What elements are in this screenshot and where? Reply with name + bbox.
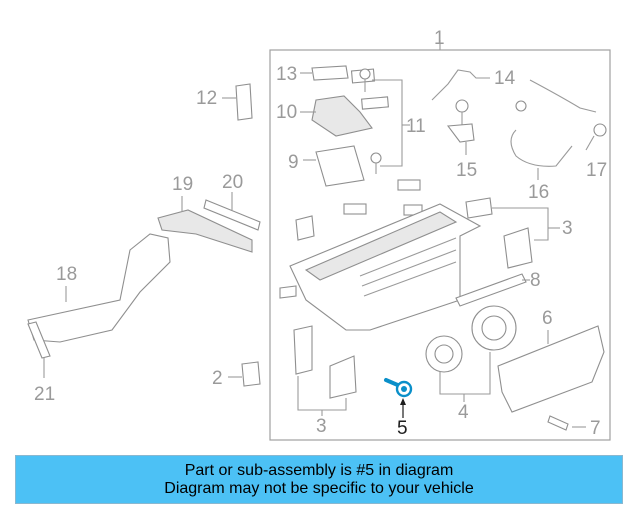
part-3-bracket-c[interactable]: [293, 325, 313, 375]
part-12[interactable]: [235, 83, 253, 121]
part-2[interactable]: [241, 361, 261, 387]
callout-13: 13: [276, 64, 297, 85]
banner-line-1: Part or sub-assembly is #5 in diagram: [184, 462, 454, 479]
part-19[interactable]: [157, 209, 253, 253]
callout-2: 2: [212, 368, 223, 389]
part-13[interactable]: [311, 65, 349, 81]
part-16[interactable]: [510, 129, 573, 167]
callout-20: 20: [222, 172, 243, 193]
part-5-bolt[interactable]: [384, 378, 413, 398]
callout-11: 11: [406, 116, 426, 137]
callout-3b: 3: [316, 416, 327, 437]
part-10[interactable]: [311, 95, 373, 137]
callout-8: 8: [530, 270, 541, 291]
part-4[interactable]: [425, 305, 517, 373]
callout-21: 21: [34, 384, 55, 405]
part-17[interactable]: [593, 123, 607, 137]
part-3-bracket-d[interactable]: [329, 355, 357, 399]
info-banner: Part or sub-assembly is #5 in diagram Di…: [15, 455, 623, 504]
callout-1: 1: [434, 28, 445, 49]
part-20[interactable]: [203, 199, 261, 231]
callout-15: 15: [456, 160, 477, 181]
part-8[interactable]: [455, 273, 527, 307]
part-14[interactable]: [431, 69, 490, 101]
part-3-bracket-a[interactable]: [465, 197, 493, 219]
callout-19: 19: [172, 174, 193, 195]
callout-6: 6: [542, 308, 553, 329]
part-21[interactable]: [27, 321, 51, 359]
callout-12: 12: [196, 88, 217, 109]
callout-9: 9: [288, 152, 299, 173]
callout-17: 17: [586, 160, 607, 181]
callout-10: 10: [276, 102, 297, 123]
callout-7: 7: [590, 418, 601, 439]
part-15[interactable]: [446, 123, 475, 143]
part-7[interactable]: [547, 415, 569, 431]
callout-4: 4: [458, 402, 469, 423]
callout-16: 16: [528, 182, 549, 203]
callout-18: 18: [56, 264, 77, 285]
callout-3a: 3: [562, 218, 573, 239]
callout-5: 5: [397, 418, 408, 439]
part-18[interactable]: [27, 233, 171, 343]
part-3-bracket-b[interactable]: [503, 227, 533, 269]
part-9[interactable]: [315, 145, 365, 187]
banner-line-2: Diagram may not be specific to your vehi…: [164, 480, 474, 497]
callout-14: 14: [494, 68, 516, 89]
battery-module[interactable]: [279, 203, 482, 331]
part-6[interactable]: [497, 325, 605, 413]
